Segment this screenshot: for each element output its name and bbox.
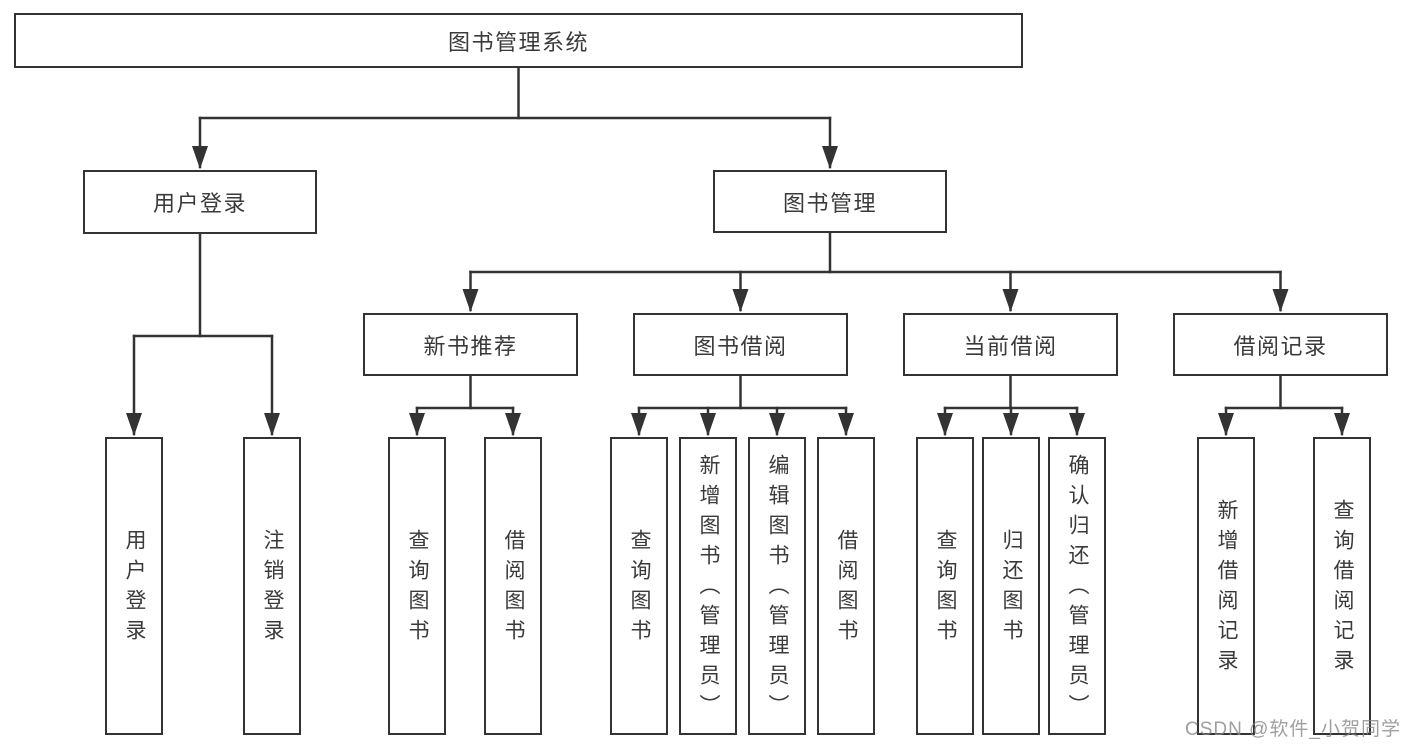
arrowhead-logout — [264, 413, 280, 436]
arrowhead-br-add — [1218, 413, 1234, 436]
arrowhead-bb-query — [631, 413, 647, 436]
arrowhead-cb-confirm — [1069, 413, 1085, 436]
arrowhead-bb-add — [700, 413, 716, 436]
node-current-borrow: 当前借阅 — [903, 313, 1118, 376]
arrowhead-borrow-records — [1272, 289, 1289, 312]
watermark-text: CSDN @软件_小贺同学 — [1185, 719, 1401, 740]
node-cb-confirm: 确认归还（管理员） — [1048, 437, 1106, 735]
arrowhead-cb-return — [1003, 413, 1019, 436]
node-login: 用户登录 — [105, 437, 163, 735]
arrowhead-rec-query — [409, 413, 425, 436]
arrowhead-book-borrow — [732, 289, 749, 312]
arrowhead-user-login — [192, 146, 208, 169]
node-root: 图书管理系统 — [14, 13, 1023, 68]
arrowhead-bb-borrow — [838, 413, 854, 436]
node-user-login: 用户登录 — [83, 170, 317, 234]
node-borrow-records: 借阅记录 — [1173, 313, 1388, 376]
node-logout: 注销登录 — [243, 437, 301, 735]
arrowhead-br-query — [1334, 413, 1350, 436]
node-cb-query: 查询图书 — [916, 437, 974, 735]
arrowhead-login — [126, 413, 142, 436]
node-new-book-rec: 新书推荐 — [363, 313, 578, 376]
node-book-borrow: 图书借阅 — [633, 313, 848, 376]
node-rec-query: 查询图书 — [388, 437, 446, 735]
node-br-query: 查询借阅记录 — [1313, 437, 1371, 735]
node-bb-query: 查询图书 — [610, 437, 668, 735]
node-rec-borrow: 借阅图书 — [484, 437, 542, 735]
node-br-add: 新增借阅记录 — [1197, 437, 1255, 735]
node-bb-borrow: 借阅图书 — [817, 437, 875, 735]
arrowhead-current-borrow — [1002, 289, 1019, 312]
arrowhead-new-book-rec — [462, 289, 479, 312]
arrowhead-rec-borrow — [505, 413, 521, 436]
arrowhead-cb-query — [937, 413, 953, 436]
node-bb-edit: 编辑图书（管理员） — [748, 437, 806, 735]
arrowhead-bb-edit — [769, 413, 785, 436]
arrowhead-book-mgmt — [822, 146, 838, 169]
node-bb-add: 新增图书（管理员） — [679, 437, 737, 735]
node-book-mgmt: 图书管理 — [713, 170, 947, 233]
node-cb-return: 归还图书 — [982, 437, 1040, 735]
